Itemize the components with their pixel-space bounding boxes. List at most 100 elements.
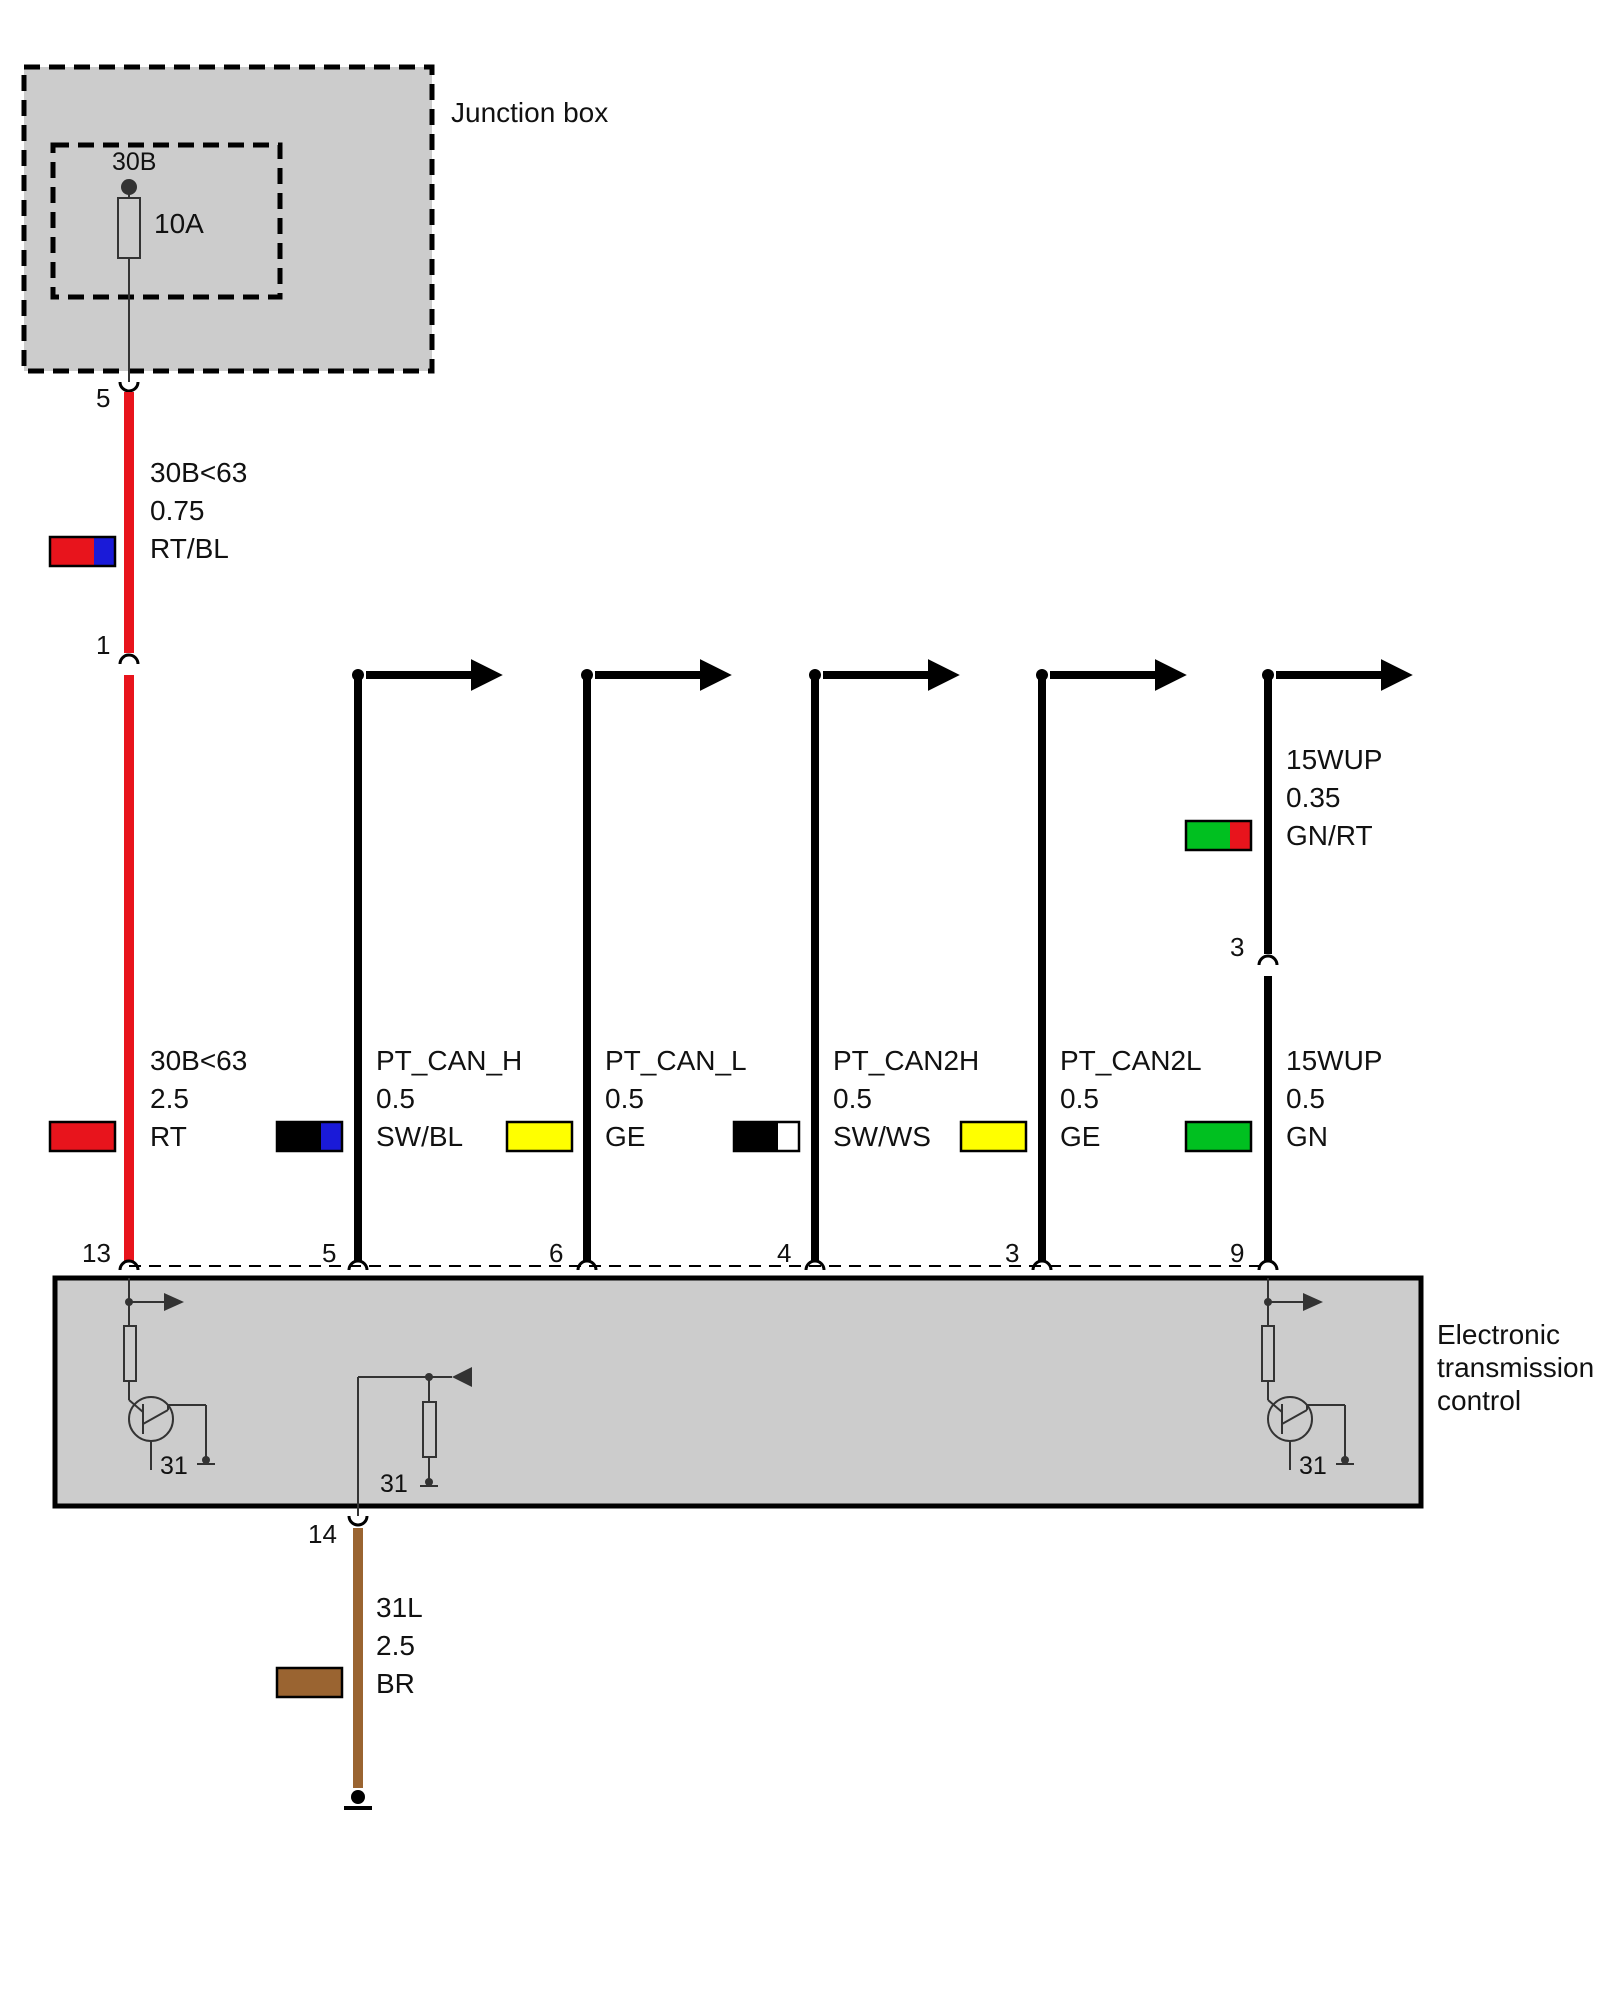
- wakeup-connector-pin: 3: [1230, 932, 1244, 962]
- wire-pt-can2l: [1036, 659, 1187, 1262]
- wire-color-code: GE: [1060, 1121, 1100, 1152]
- wire-color-code: BR: [376, 1668, 415, 1699]
- connector-pin-icon: [118, 653, 140, 665]
- wire-label-13: 30B<63 2.5 RT 13: [48, 1045, 247, 1268]
- wire-gauge-label: 0.5: [376, 1083, 415, 1114]
- ground-pin-label: 14: [308, 1519, 337, 1549]
- wire-color-swatch: [1184, 1120, 1253, 1153]
- wire-gauge-label: 0.5: [1060, 1083, 1099, 1114]
- signal-arrow-icon: [1303, 1293, 1323, 1311]
- ground-label: 31: [1299, 1452, 1327, 1480]
- wire-15wup: 3 15WUP 0.35 GN/RT: [1184, 659, 1413, 1262]
- wire-label-6: PT_CAN_L 0.5 GE 6: [505, 1045, 747, 1268]
- wire-gauge-label: 0.75: [150, 495, 205, 526]
- ground-icon: [202, 1456, 210, 1464]
- wire-color-swatch: [275, 1666, 344, 1699]
- wire-circuit-label: 31L: [376, 1592, 423, 1623]
- swatch-segment-1: [277, 1122, 321, 1151]
- wire-gauge-label: 0.5: [605, 1083, 644, 1114]
- wire-circuit-label: 30B<63: [150, 1045, 247, 1076]
- ground-icon: [1341, 1456, 1349, 1464]
- wire-gauge-label: 2.5: [376, 1630, 415, 1661]
- wire-color-swatch: [275, 1120, 344, 1153]
- connector-pin-icon: [1257, 954, 1279, 966]
- junction-box-label: Junction box: [451, 97, 608, 128]
- wire-color-code: SW/WS: [833, 1121, 931, 1152]
- wire-label-9: 15WUP 0.5 GN 9: [1184, 1045, 1382, 1268]
- connector-pin-label: 1: [96, 630, 110, 660]
- wakeup-color-swatch: [1184, 819, 1253, 852]
- wire-color-code: RT: [150, 1121, 187, 1152]
- module-pin-label: 3: [1005, 1238, 1019, 1268]
- swatch-segment-1: [734, 1122, 778, 1151]
- signal-arrow-icon: [452, 1367, 472, 1387]
- wakeup-color-code: GN/RT: [1286, 820, 1373, 851]
- module-label-line-2: transmission: [1437, 1352, 1594, 1383]
- transmission-control-module: Electronic transmission control 31: [52, 1275, 1594, 1516]
- resistor-icon: [422, 1401, 437, 1458]
- wire-color-swatch: [48, 1120, 117, 1153]
- wire-31l: 14 31L 2.5 BR: [275, 1515, 423, 1810]
- module-connector: [118, 1259, 1279, 1271]
- fuse-carrier: [50, 142, 283, 300]
- wire-pt-can2h: [809, 659, 960, 1262]
- wire-pt-can-l: [581, 659, 732, 1262]
- signal-arrow-icon: [164, 1293, 184, 1311]
- swatch-segment-1: [1186, 821, 1230, 850]
- ground-circuit-center: 31: [357, 1367, 472, 1516]
- wire-color-code: SW/BL: [376, 1121, 463, 1152]
- swatch-segment-2: [321, 1122, 342, 1151]
- wire-circuit-label: PT_CAN2H: [833, 1045, 979, 1076]
- junction-box: Junction box 30B 10A 5: [21, 64, 608, 413]
- swatch-segment-2: [94, 537, 115, 566]
- swatch-segment-2: [1230, 821, 1251, 850]
- wire-color-code: GE: [605, 1121, 645, 1152]
- resistor-icon: [1261, 1325, 1275, 1382]
- wire-gauge-label: 0.5: [1286, 1083, 1325, 1114]
- wire-color-code: GN: [1286, 1121, 1328, 1152]
- module-pin-label: 13: [82, 1238, 111, 1268]
- wire-label-3: PT_CAN2L 0.5 GE 3: [959, 1045, 1202, 1268]
- module-label-line-3: control: [1437, 1385, 1521, 1416]
- input-circuit-right: 31: [1261, 1278, 1354, 1480]
- wire-color-swatch: [505, 1120, 574, 1153]
- wire-gauge-label: 0.5: [833, 1083, 872, 1114]
- junction-box-pin: 5: [96, 383, 110, 413]
- wire-color-code: RT/BL: [150, 533, 229, 564]
- wire-label-4: PT_CAN2H 0.5 SW/WS 4: [732, 1045, 979, 1268]
- module-pin-label: 5: [322, 1238, 336, 1268]
- wire-color-swatch: [959, 1120, 1028, 1153]
- resistor-icon: [123, 1325, 137, 1382]
- module-label-line-1: Electronic: [1437, 1319, 1560, 1350]
- module-pin-label: 9: [1230, 1238, 1244, 1268]
- ground-terminal-icon: [351, 1790, 365, 1804]
- wakeup-circuit-label: 15WUP: [1286, 744, 1382, 775]
- input-circuit-left: 31: [123, 1278, 215, 1480]
- wire-30b-upper: 1 30B<63 0.75 RT/BL: [48, 392, 247, 665]
- wire-pt-can-h: [352, 659, 503, 1262]
- wire-label-5: PT_CAN_H 0.5 SW/BL 5: [275, 1045, 522, 1268]
- swatch-segment-1: [50, 537, 94, 566]
- wire-circuit-label: PT_CAN_L: [605, 1045, 747, 1076]
- wire-gauge-label: 2.5: [150, 1083, 189, 1114]
- wire-circuit-label: 15WUP: [1286, 1045, 1382, 1076]
- ground-label: 31: [160, 1452, 188, 1480]
- wire-bundle: 3 15WUP 0.35 GN/RT 30B<63 2.5 RT 13 PT_C…: [48, 659, 1413, 1268]
- terminal-30b-label: 30B: [112, 148, 156, 176]
- ground-label: 31: [380, 1470, 408, 1498]
- fuse-icon: [117, 197, 141, 259]
- wire-circuit-label: PT_CAN2L: [1060, 1045, 1202, 1076]
- swatch-segment-2: [778, 1122, 799, 1151]
- wire-circuit-label: PT_CAN_H: [376, 1045, 522, 1076]
- connector-pin-icon: [118, 381, 140, 393]
- module-pin-label: 6: [549, 1238, 563, 1268]
- module-pin-label: 4: [777, 1238, 791, 1268]
- wakeup-gauge-label: 0.35: [1286, 782, 1341, 813]
- connector-pin-icon: [347, 1515, 369, 1527]
- ground-icon: [425, 1478, 433, 1486]
- wire-circuit-label: 30B<63: [150, 457, 247, 488]
- fuse-rating: 10A: [154, 208, 204, 239]
- wire-color-swatch: [48, 535, 117, 568]
- wire-color-swatch: [732, 1120, 801, 1153]
